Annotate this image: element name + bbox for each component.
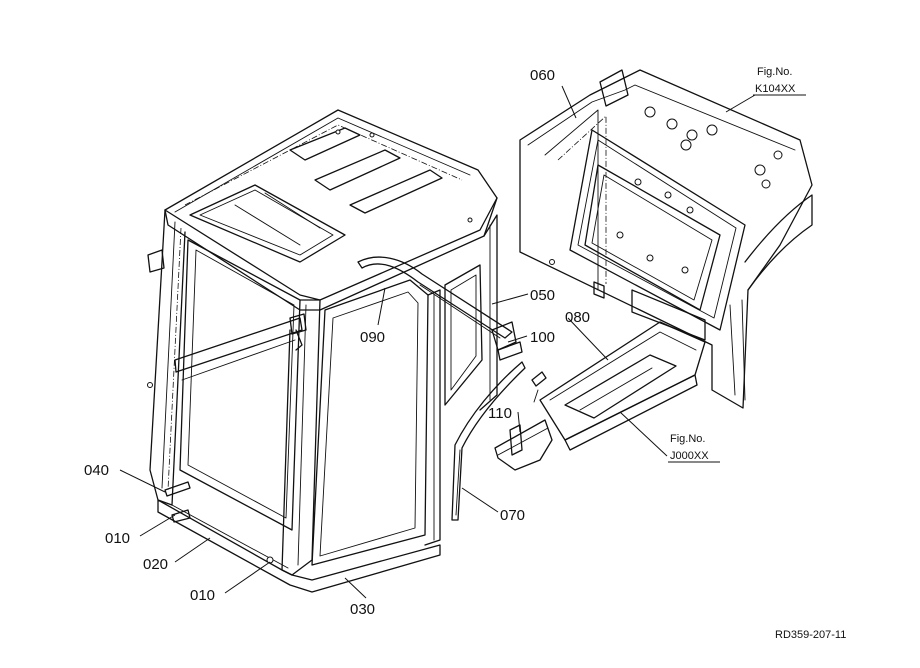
fig-ref-title: Fig.No. [670, 433, 705, 445]
callout-040: 040 [84, 462, 109, 479]
rear-panel [519, 69, 813, 409]
fig-ref-k104xx: Fig.No. K104XX [755, 66, 796, 95]
leader-lines [119, 85, 806, 599]
callout-100: 100 [530, 329, 555, 346]
fig-ref-title: Fig.No. [757, 66, 792, 78]
callout-030: 030 [350, 601, 375, 618]
callout-050: 050 [530, 287, 555, 304]
callout-labels: 060 050 100 090 080 110 070 040 010 020 … [84, 67, 590, 618]
callout-010-upper: 010 [105, 530, 130, 547]
fig-ref-code: K104XX [755, 83, 796, 95]
callout-020: 020 [143, 556, 168, 573]
callout-080: 080 [565, 309, 590, 326]
callout-070: 070 [500, 507, 525, 524]
cab-frame [147, 109, 523, 593]
fig-ref-j000xx: Fig.No. J000XX [670, 433, 709, 462]
callout-110: 110 [488, 405, 512, 422]
drawing-number: RD359-207-11 [775, 629, 846, 641]
callout-010-lower: 010 [190, 587, 215, 604]
floor-duct [451, 321, 706, 521]
callout-060: 060 [530, 67, 555, 84]
fig-ref-code: J000XX [670, 450, 709, 462]
callout-090: 090 [360, 329, 385, 346]
